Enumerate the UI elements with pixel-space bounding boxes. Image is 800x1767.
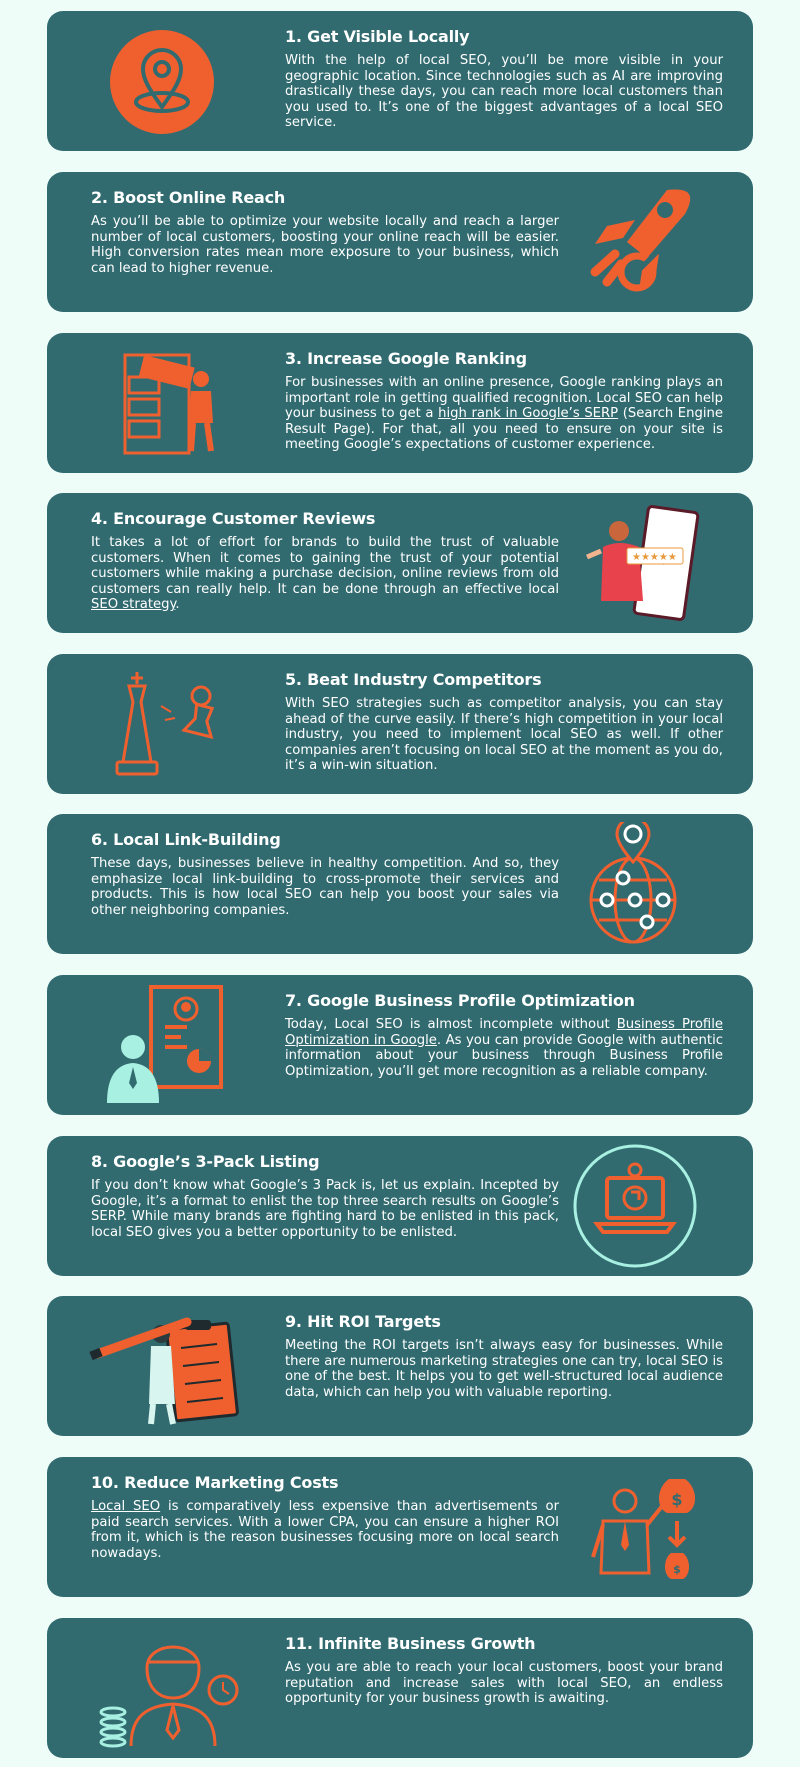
body-text: It takes a lot of effort for brands to b… [91,535,559,597]
business-growth-icon [77,1626,247,1750]
card-google-3-pack: 8. Google’s 3-Pack Listing If you don’t … [47,1136,753,1276]
card-body: These days, businesses believe in health… [91,856,559,918]
card-text: 1. Get Visible Locally With the help of … [285,27,723,131]
card-local-link-building: 6. Local Link-Building These days, busin… [47,814,753,954]
location-pin-icon [77,19,247,143]
card-text: 6. Local Link-Building These days, busin… [91,830,559,918]
card-body: Local SEO is comparatively less expensiv… [91,1499,559,1561]
card-encourage-customer-reviews: 4. Encourage Customer Reviews It takes a… [47,493,753,633]
rocket-icon [547,180,717,304]
card-title: 9. Hit ROI Targets [285,1312,441,1331]
local-seo-link[interactable]: Local SEO [91,1499,161,1514]
card-title: 5. Beat Industry Competitors [285,670,542,689]
checklist-person-icon [77,1304,247,1428]
card-title: 6. Local Link-Building [91,830,281,849]
card-body: As you’ll be able to optimize your websi… [91,214,559,276]
card-reduce-marketing-costs: 10. Reduce Marketing Costs Local SEO is … [47,1457,753,1597]
laptop-sync-icon [547,1144,717,1268]
seo-strategy-link[interactable]: SEO strategy [91,597,176,613]
business-profile-icon [77,983,247,1107]
dollar-symbol: $ [673,1563,681,1576]
card-text: 9. Hit ROI Targets Meeting the ROI targe… [285,1312,723,1400]
body-text: . As you can provide Google with authent… [285,1032,723,1079]
ranking-list-icon [77,341,247,465]
card-body: With the help of local SEO, you’ll be mo… [285,53,723,131]
card-body: Meeting the ROI targets isn’t always eas… [285,1338,723,1400]
card-increase-google-ranking: 3. Increase Google Ranking For businesse… [47,333,753,473]
card-body: It takes a lot of effort for brands to b… [91,535,559,613]
card-text: 7. Google Business Profile Optimization … [285,991,723,1079]
card-body: As you are able to reach your local cust… [285,1660,723,1707]
card-infinite-business-growth: 11. Infinite Business Growth As you are … [47,1618,753,1758]
card-body: For businesses with an online presence, … [285,375,723,453]
card-beat-industry-competitors: 5. Beat Industry Competitors With SEO st… [47,654,753,794]
card-boost-online-reach: 2. Boost Online Reach As you’ll be able … [47,172,753,312]
rating-stars: ★★★★★ [632,552,677,563]
card-text: 10. Reduce Marketing Costs Local SEO is … [91,1473,559,1561]
card-body: If you don’t know what Google’s 3 Pack i… [91,1178,559,1240]
card-title: 8. Google’s 3-Pack Listing [91,1152,320,1171]
body-text: For businesses with an online presence, … [285,375,723,422]
card-text: 11. Infinite Business Growth As you are … [285,1634,723,1707]
body-text: . [175,597,180,613]
body-text: (Search Engine Result Page). For that, a… [285,406,723,453]
card-text: 4. Encourage Customer Reviews It takes a… [91,509,559,613]
card-text: 8. Google’s 3-Pack Listing If you don’t … [91,1152,559,1240]
card-title: 10. Reduce Marketing Costs [91,1473,339,1492]
card-title: 1. Get Visible Locally [285,27,470,46]
business-profile-link[interactable]: Business Profile Optimization in Google [285,1017,723,1048]
card-text: 5. Beat Industry Competitors With SEO st… [285,670,723,774]
card-title: 2. Boost Online Reach [91,188,286,207]
high-rank-link[interactable]: high rank in Google’s SERP [438,406,619,422]
customer-review-icon: ★★★★★ [547,501,717,625]
card-title: 3. Increase Google Ranking [285,349,527,368]
card-text: 2. Boost Online Reach As you’ll be able … [91,188,559,276]
card-title: 11. Infinite Business Growth [285,1634,536,1653]
chess-pieces-icon [77,662,247,786]
card-hit-roi-targets: 9. Hit ROI Targets Meeting the ROI targe… [47,1296,753,1436]
globe-network-icon [547,822,717,946]
body-text: Today, Local SEO is almost incomplete wi… [285,1017,617,1032]
card-body: With SEO strategies such as competitor a… [285,696,723,774]
card-text: 3. Increase Google Ranking For businesse… [285,349,723,453]
body-text: is comparatively less expensive than adv… [91,1499,559,1561]
money-bag-person-icon: $ $ [547,1465,717,1589]
card-google-business-profile: 7. Google Business Profile Optimization … [47,975,753,1115]
card-title: 7. Google Business Profile Optimization [285,991,635,1010]
card-body: Today, Local SEO is almost incomplete wi… [285,1017,723,1079]
card-title: 4. Encourage Customer Reviews [91,509,376,528]
dollar-symbol: $ [671,1490,682,1509]
card-get-visible-locally: 1. Get Visible Locally With the help of … [47,11,753,151]
